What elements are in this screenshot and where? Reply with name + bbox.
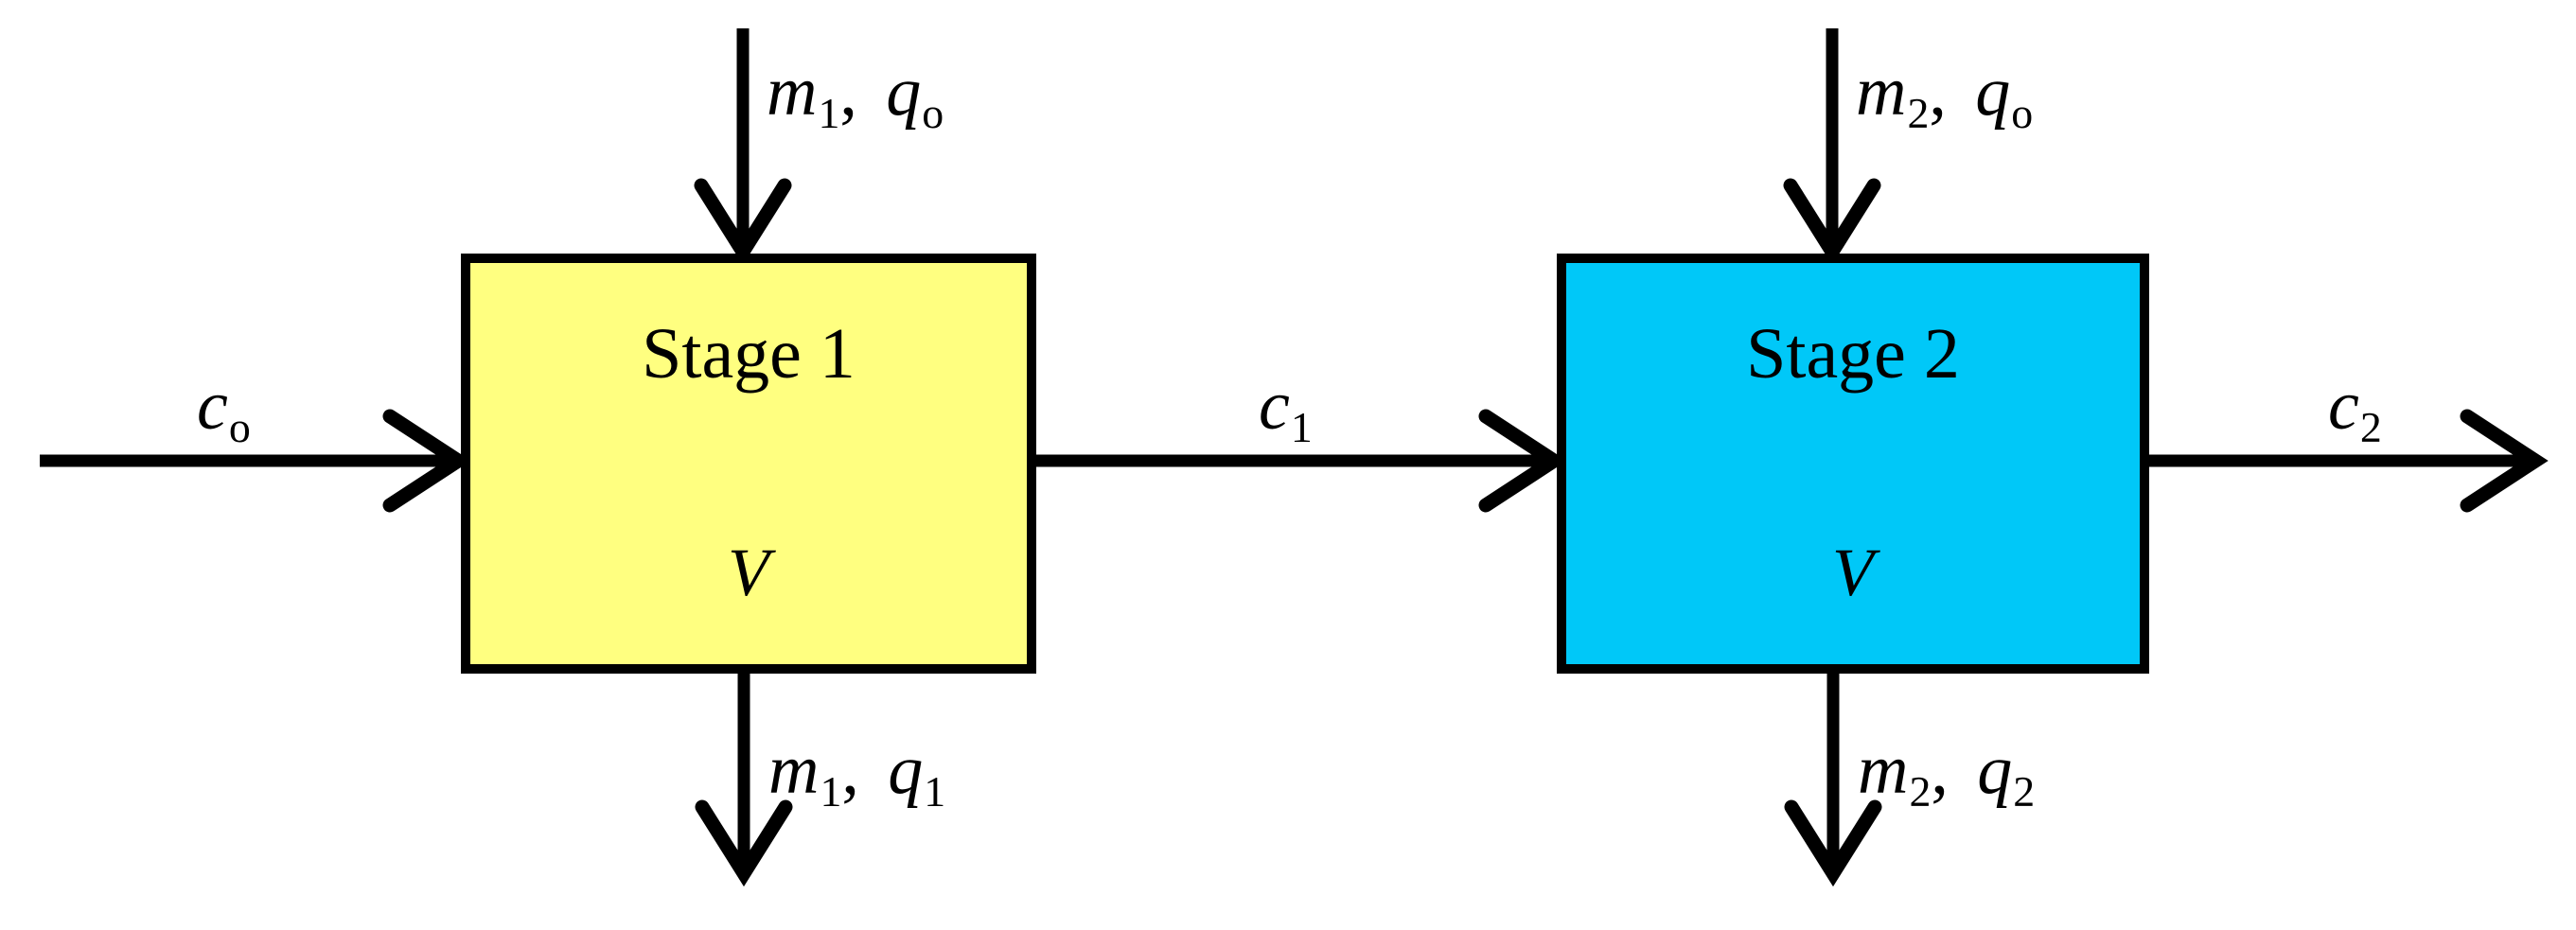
stage-2-box[interactable] [1557,254,2149,674]
symbol-c: c [197,367,228,445]
comma-separator: , [839,53,857,131]
subscript-2: 2 [2359,402,2382,451]
symbol-q: q [888,731,924,809]
subscript-1: 1 [924,766,946,816]
comma-separator: , [1931,731,1949,809]
subscript-1: 1 [820,766,842,816]
subscript-2: 2 [1907,88,1930,137]
label-interstage-concentration: c1 [1259,371,1313,449]
subscript-o: o [922,88,944,137]
label-feed-inlet-concentration: co [197,371,251,449]
symbol-q: q [1975,53,2011,131]
label-product-outlet-concentration: c2 [2328,371,2382,449]
subscript-1: 1 [818,88,840,137]
arrow-stage2-top-inlet [1783,28,1881,266]
symbol-c: c [1259,367,1290,445]
symbol-q: q [1977,731,2013,809]
subscript-o: o [2011,88,2034,137]
subscript-1: 1 [1290,402,1313,451]
subscript-2: 2 [2013,766,2036,816]
arrow-stage1-top-inlet [694,28,792,266]
label-stage1-bottom-outlet: m1, q1 [768,735,945,814]
symbol-c: c [2328,367,2359,445]
symbol-m: m [1858,731,1909,809]
comma-separator: , [841,731,859,809]
symbol-m: m [767,53,818,131]
comma-separator: , [1929,53,1947,131]
label-stage1-top-inlet: m1, qo [767,57,944,135]
arrow-stage2-bottom-outlet [1784,669,1882,887]
symbol-m: m [1856,53,1907,131]
arrow-feed-inlet [40,409,471,513]
stage-1-box[interactable] [461,254,1036,674]
arrow-stage1-bottom-outlet [695,669,793,887]
symbol-m: m [768,731,820,809]
subscript-2: 2 [1909,766,1932,816]
label-stage2-top-inlet: m2, qo [1856,57,2033,135]
arrow-product-outlet [2144,409,2549,513]
symbol-q: q [886,53,922,131]
arrow-interstage [1032,409,1567,513]
label-stage2-bottom-outlet: m2, q2 [1858,735,2035,814]
subscript-o: o [228,402,251,451]
